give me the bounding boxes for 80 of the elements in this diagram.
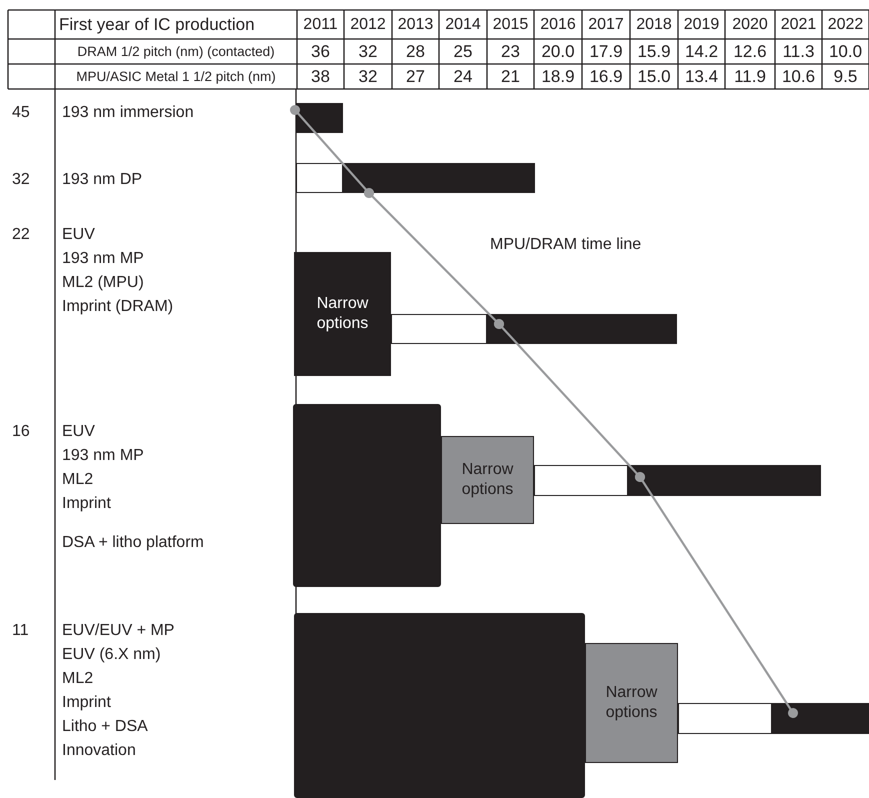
timeline-bar	[678, 703, 772, 734]
node-size-label: 45	[12, 105, 30, 121]
timeline-bar	[772, 703, 869, 734]
box-label: Narrow options	[316, 294, 370, 334]
technology-option: 193 nm DP	[62, 172, 142, 188]
year-header: 2016	[540, 16, 576, 32]
table-value: 24	[454, 68, 472, 85]
timeline-bar	[628, 465, 821, 496]
table-value: 23	[501, 43, 520, 60]
table-value: 21	[501, 68, 520, 85]
narrow-options-box	[585, 643, 678, 763]
year-header: 2012	[350, 16, 386, 32]
table-value: 32	[358, 68, 378, 85]
timeline-bar	[296, 103, 343, 133]
technology-option: EUV/EUV + MP	[62, 623, 174, 639]
option-block	[293, 404, 441, 587]
table-value: 18.9	[541, 68, 575, 85]
table-value: 17.9	[589, 43, 623, 60]
table-value: 16.9	[589, 68, 623, 85]
table-value: 25	[454, 43, 472, 60]
table-value: 10.0	[828, 43, 862, 60]
box-label: Narrow options	[460, 460, 514, 500]
row-header: First year of IC production	[59, 16, 255, 33]
table-value: 36	[311, 43, 330, 60]
narrow-options-box	[294, 252, 391, 376]
year-header: 2022	[828, 16, 864, 32]
year-header: 2020	[732, 16, 768, 32]
technology-option: EUV	[62, 227, 95, 243]
table-value: 32	[358, 43, 378, 60]
table-value: 20.0	[541, 43, 575, 60]
timeline-bar	[534, 465, 628, 496]
table-value: 10.6	[782, 68, 816, 85]
node-size-label: 32	[12, 172, 30, 188]
technology-option: Imprint	[62, 695, 111, 711]
year-header: 2021	[780, 16, 816, 32]
year-header: 2017	[588, 16, 624, 32]
technology-option: 193 nm MP	[62, 251, 144, 267]
table-value: 9.5	[834, 68, 858, 85]
table-value: 12.6	[733, 43, 767, 60]
timeline-bar	[487, 314, 677, 344]
technology-option: Innovation	[62, 743, 136, 759]
year-header: 2015	[492, 16, 528, 32]
table-value: 38	[311, 68, 330, 85]
row-header: MPU/ASIC Metal 1 1/2 pitch (nm)	[76, 70, 276, 84]
table-value: 11.3	[782, 43, 814, 60]
table-value: 13.4	[684, 68, 718, 85]
node-size-label: 11	[12, 623, 29, 639]
box-label: Narrow options	[604, 683, 658, 723]
table-value: 15.9	[637, 43, 671, 60]
table-value: 11.9	[734, 68, 766, 85]
table-value: 27	[406, 68, 425, 85]
row-header: DRAM 1/2 pitch (nm) (contacted)	[77, 44, 275, 58]
table-value: 14.2	[684, 43, 718, 60]
technology-option: ML2 (MPU)	[62, 275, 144, 291]
option-block	[294, 613, 585, 798]
timeline-label: MPU/DRAM time line	[490, 237, 642, 253]
timeline-line	[634, 472, 798, 718]
timeline-bar	[343, 163, 535, 193]
year-header: 2018	[636, 16, 672, 32]
narrow-options-box	[441, 436, 534, 524]
technology-option: Litho + DSA	[62, 719, 148, 735]
timeline-bar	[296, 163, 343, 193]
year-header: 2011	[303, 16, 338, 32]
technology-option: ML2	[62, 472, 94, 488]
timeline-bar	[391, 314, 487, 344]
table-value: 15.0	[637, 68, 671, 85]
technology-option: ML2	[62, 671, 94, 687]
year-header: 2019	[684, 16, 720, 32]
technology-option: 193 nm MP	[62, 448, 144, 464]
node-size-label: 16	[12, 424, 30, 440]
technology-option: DSA + litho platform	[62, 535, 204, 551]
technology-option: EUV	[62, 424, 95, 440]
technology-option: Imprint (DRAM)	[62, 299, 174, 315]
node-size-label: 22	[12, 227, 30, 243]
table-value: 28	[406, 43, 425, 60]
technology-option: Imprint	[62, 496, 111, 512]
year-header: 2013	[398, 16, 434, 32]
technology-option: EUV (6.X nm)	[62, 647, 161, 663]
year-header: 2014	[445, 16, 481, 32]
technology-option: 193 nm immersion	[62, 105, 194, 121]
